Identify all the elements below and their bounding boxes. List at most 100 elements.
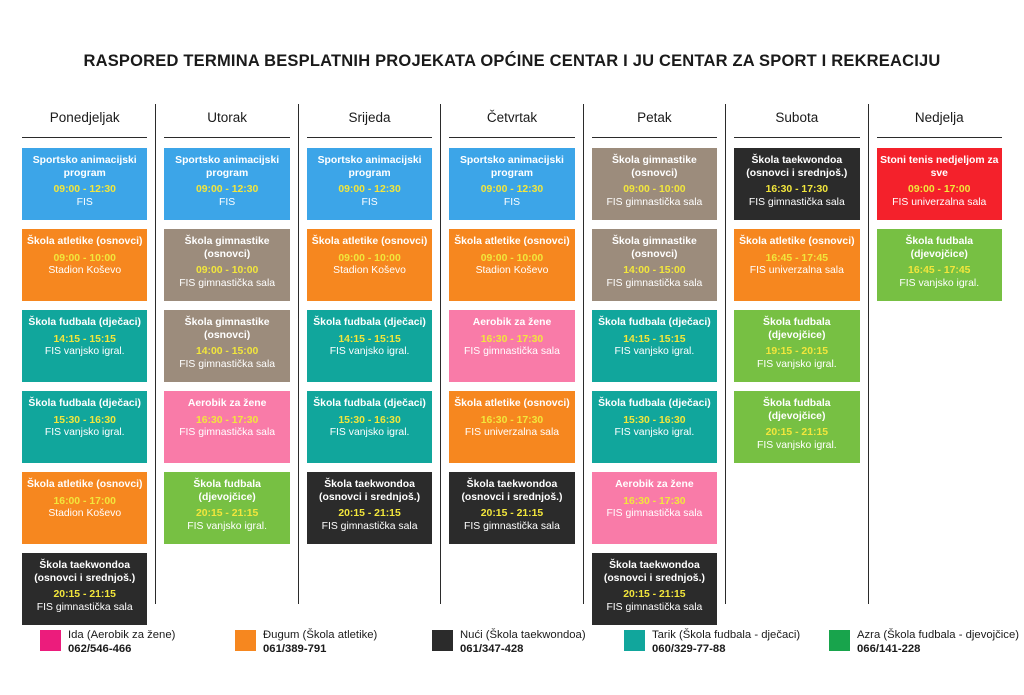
event-location: FIS vanjsko igral. xyxy=(44,346,125,358)
day-header: Srijeda xyxy=(306,104,433,138)
event-name: Sportsko animacijski program xyxy=(175,155,280,179)
event-time: 19:15 - 20:15 xyxy=(765,346,829,358)
event-name: Škola fudbala (dječaci) xyxy=(598,398,711,409)
event-location: FIS gimnastička sala xyxy=(179,278,276,290)
legend-contact-name: Azra (Škola fudbala - djevojčice) xyxy=(857,629,1019,641)
event-name: Škola atletike (osnovci) xyxy=(454,398,570,409)
event-time: 09:00 - 12:30 xyxy=(195,184,259,196)
event-name: Škola fudbala (djevojčice) xyxy=(193,479,261,503)
event-location: FIS gimnastička sala xyxy=(464,346,560,358)
event-location: FIS vanjsko igral. xyxy=(756,359,837,371)
legend-text: Nući (Škola taekwondoa) 061/347-428 xyxy=(460,628,586,656)
event-block[interactable]: Škola taekwondoa (osnovci i srednjoš.)20… xyxy=(306,472,433,544)
legend-contact-phone: 061/347-428 xyxy=(460,643,524,656)
event-block[interactable]: Stoni tenis nedjeljom za sve 09:00 - 17:0… xyxy=(876,148,1002,220)
event-location: FIS gimnastička sala xyxy=(606,602,703,614)
event-location: FIS gimnastička sala xyxy=(606,278,703,290)
event-location: FIS xyxy=(76,197,93,209)
event-location: FIS xyxy=(361,197,378,209)
event-time: 09:00 - 10:00 xyxy=(338,252,401,264)
event-block[interactable]: Škola taekwondoa (osnovci i srednjoš.)20… xyxy=(449,472,575,544)
event-location: Stadion Koševo xyxy=(48,265,122,277)
event-location: FIS vanjsko igral. xyxy=(44,427,125,439)
legend-text: Ida (Aerobik za žene)062/546-466 xyxy=(68,628,175,656)
event-block[interactable]: Škola taekwondoa (osnovci i srednjoš.)20… xyxy=(591,553,718,625)
event-name: Škola fudbala (djevojčice) xyxy=(763,317,831,341)
event-list: Škola taekwondoa (osnovci i srednjoš.)16… xyxy=(734,148,860,463)
event-location: FIS vanjsko igral. xyxy=(899,278,980,290)
event-location: FIS vanjsko igral. xyxy=(614,346,695,358)
event-name: Aerobik za žene xyxy=(615,479,694,490)
event-name: Škola gimnastike (osnovci) xyxy=(184,317,270,341)
day-header: Četvrtak xyxy=(449,104,575,138)
event-time: 20:15 - 21:15 xyxy=(338,508,401,520)
event-name: Škola taekwondoa (osnovci i srednjoš.) xyxy=(603,560,705,584)
legend-contact-name: Tarik (Škola fudbala - dječaci) xyxy=(652,629,801,641)
event-name: Škola fudbala (dječaci) xyxy=(28,317,142,328)
event-name: Sportsko animacijski program xyxy=(32,155,137,179)
event-name: Škola gimnastike (osnovci) xyxy=(611,155,697,179)
day-header: Petak xyxy=(591,104,718,138)
event-name: Škola gimnastike (osnovci) xyxy=(184,236,270,260)
legend-color-swatch xyxy=(432,630,453,651)
event-location: FIS gimnastička sala xyxy=(748,197,845,209)
event-block[interactable]: Škola taekwondoa (osnovci i srednjoš.)16… xyxy=(734,148,860,220)
event-name: Stoni tenis nedjeljom za sve xyxy=(880,155,999,179)
day-header: Nedjelja xyxy=(876,104,1002,138)
event-time: 20:15 - 21:15 xyxy=(765,427,829,439)
event-time: 16:30 - 17:30 xyxy=(623,495,686,507)
event-block[interactable]: Sportsko animacijski program 09:00 - 12:3… xyxy=(164,148,290,220)
event-list: Sportsko animacijski program 09:00 - 12:3… xyxy=(164,148,290,544)
legend: Ida (Aerobik za žene)062/546-466 Đugum (Š… xyxy=(40,628,1019,656)
event-time: 09:00 - 17:00 xyxy=(908,184,971,196)
event-location: Stadion Koševo xyxy=(48,508,122,520)
event-name: Škola fudbala (dječaci) xyxy=(28,398,142,409)
legend-contact-name: Nući (Škola taekwondoa) xyxy=(460,629,586,641)
event-name: Škola atletike (osnovci) xyxy=(739,236,855,247)
event-time: 14:00 - 15:00 xyxy=(195,346,259,358)
event-location: FIS univerzalna sala xyxy=(892,197,987,209)
event-list: Stoni tenis nedjeljom za sve 09:00 - 17:0… xyxy=(876,148,1002,301)
legend-contact-name: Đugum (Škola atletike) xyxy=(263,629,378,641)
legend-item: Ida (Aerobik za žene)062/546-466 xyxy=(40,628,235,656)
event-block[interactable]: Škola taekwondoa (osnovci i srednjoš.)20… xyxy=(22,553,148,625)
legend-item: Đugum (Škola atletike)061/389-791 xyxy=(235,628,432,656)
event-location: FIS gimnastička sala xyxy=(321,521,418,533)
legend-color-swatch xyxy=(624,630,645,651)
event-name: Škola fudbala (djevojčice) xyxy=(763,398,831,422)
legend-item: Azra (Škola fudbala - djevojčice)066/141… xyxy=(829,628,1024,656)
